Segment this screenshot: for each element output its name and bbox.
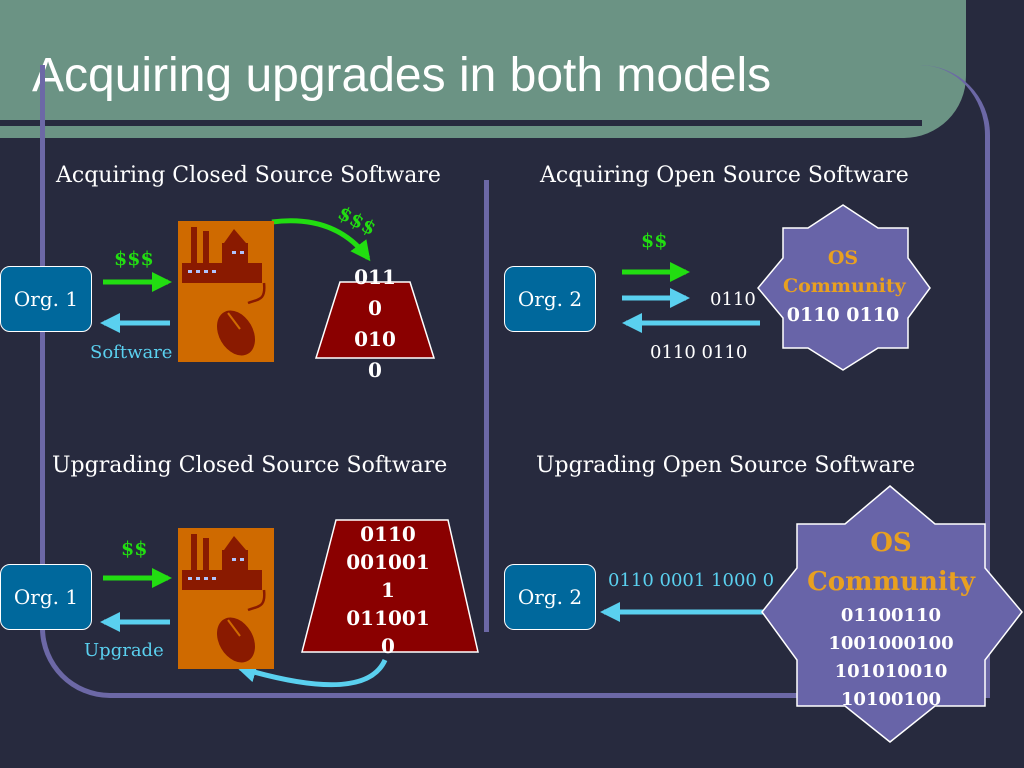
community-label: OS Community 01100110 1001000100 1010100… [800,524,982,714]
binary-line: 011001 [346,606,430,630]
community-star [761,485,1023,743]
community-binary: 01100110 [840,605,942,626]
upgrade-return-arrow [236,658,388,688]
community-binary: 1001000100 [828,633,954,654]
heading-closed-acquire: Acquiring Closed Source Software [56,163,441,188]
title-underline [0,120,922,126]
binary-line: 0 [368,358,382,382]
community-star [757,204,931,371]
heading-open-upgrade: Upgrading Open Source Software [536,453,916,478]
vendor-payment-arrow [271,218,371,262]
vendor-box [301,519,479,653]
title-band [0,0,966,138]
return-label: 0110 0001 1000 0 [608,570,775,591]
vendor-binary: 0110 001001 1 011001 0 [342,520,434,660]
payment-label: $$ [641,230,668,252]
return-label: 0110 0110 [650,342,748,363]
binary-line: 0 [368,296,382,320]
org-box: Org. 2 [504,564,596,630]
heading-open-acquire: Acquiring Open Source Software [540,163,909,188]
slide-title: Acquiring upgrades in both models [32,49,772,102]
vendor-box [314,281,436,359]
community-label: OS Community 0110 0110 [783,244,906,330]
center-divider [484,180,489,632]
community-binary: 0110 0110 [786,304,900,326]
return-label: Software [90,342,173,363]
community-title: Community [807,567,975,597]
org-label: Org. 2 [517,287,583,311]
binary-line: 1 [381,578,395,602]
frame-border [40,65,990,698]
factory-icon [178,221,274,362]
org-label: Org. 1 [13,585,79,609]
binary-line: 011 [354,265,396,289]
org-box: Org. 1 [0,564,92,630]
community-title: OS [870,528,912,558]
payment-label: $$$ [114,248,154,270]
org-box: Org. 2 [504,266,596,332]
community-binary: 101010010 [834,661,948,682]
binary-line: 0110 [360,522,416,546]
return-label: Upgrade [84,640,164,661]
org-label: Org. 1 [13,287,79,311]
binary-line: 0 [381,634,395,658]
community-title: OS [827,247,859,269]
payment-label: $$ [121,538,148,560]
contribution-label: 0110 [710,289,756,310]
vendor-binary: 011 0 010 0 [340,262,410,386]
factory-icon [178,528,274,669]
heading-closed-upgrade: Upgrading Closed Source Software [52,453,448,478]
community-title: Community [783,275,906,297]
community-binary: 10100100 [840,689,942,710]
org-box: Org. 1 [0,266,92,332]
binary-line: 001001 [346,550,430,574]
binary-line: 010 [354,327,396,351]
org-label: Org. 2 [517,585,583,609]
